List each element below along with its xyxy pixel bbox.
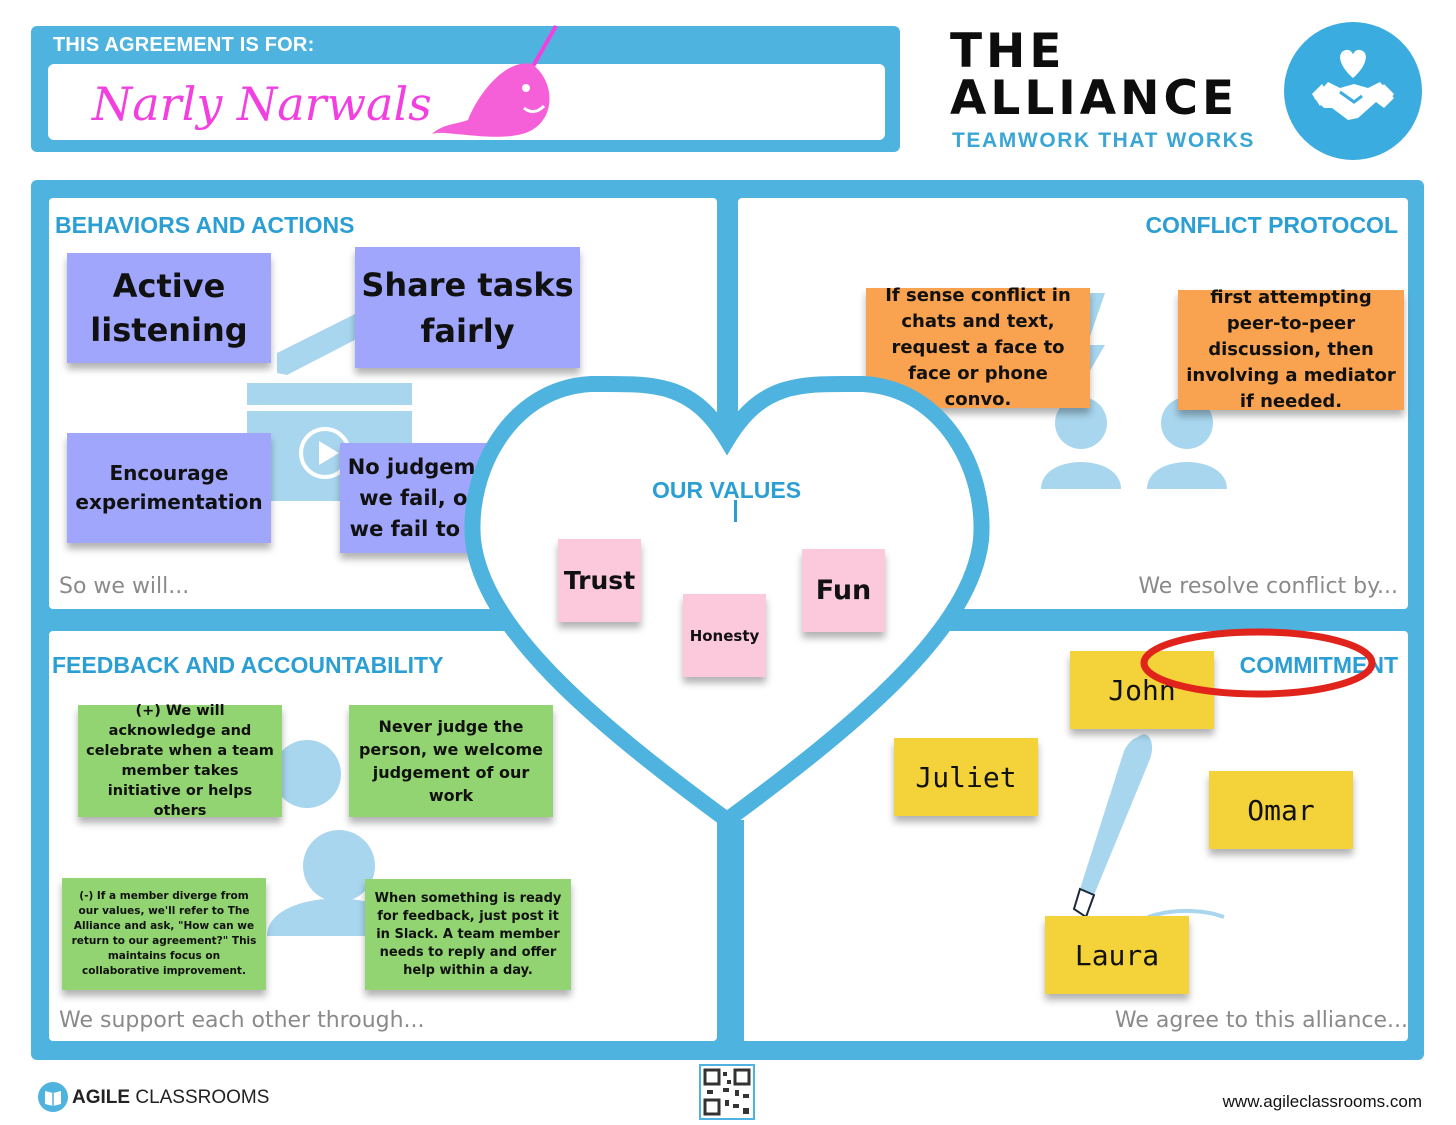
feedback-footer: We support each other through...: [59, 1008, 425, 1033]
feedback-note[interactable]: When something is ready for feedback, ju…: [365, 879, 571, 990]
team-name-field[interactable]: Narly Narwals: [48, 25, 885, 140]
brand-tagline: TEAMWORK THAT WORKS: [952, 129, 1255, 152]
behavior-note[interactable]: Active listening: [67, 253, 271, 363]
feedback-note[interactable]: (-) If a member diverge from our values,…: [62, 878, 266, 990]
value-note[interactable]: Fun: [802, 549, 885, 632]
behaviors-title: BEHAVIORS AND ACTIONS: [55, 212, 355, 238]
brand-logo: [1284, 22, 1422, 160]
commitment-name[interactable]: Omar: [1209, 771, 1353, 849]
commitment-name[interactable]: Laura: [1045, 916, 1189, 994]
text-cursor: [734, 500, 737, 522]
footer-brand-bold: AGILE: [72, 1087, 131, 1108]
conflict-footer: We resolve conflict by...: [1138, 574, 1398, 599]
commitment-name[interactable]: Juliet: [894, 738, 1038, 816]
narwhal-icon: [432, 25, 558, 137]
conflict-note[interactable]: first attempting peer-to-peer discussion…: [1178, 287, 1404, 412]
agreement-label: THIS AGREEMENT IS FOR:: [53, 34, 315, 56]
feedback-quadrant: FEEDBACK AND ACCOUNTABILITY (+) We will …: [49, 631, 717, 1041]
footer-url[interactable]: www.agileclassrooms.com: [1222, 1092, 1422, 1111]
feedback-title: FEEDBACK AND ACCOUNTABILITY: [52, 652, 444, 678]
commitment-footer: We agree to this alliance...: [1114, 1008, 1408, 1033]
feedback-note[interactable]: Never judge the person, we welcome judge…: [349, 705, 553, 817]
conflict-people-icon: [1041, 293, 1227, 489]
value-note[interactable]: Honesty: [683, 594, 766, 677]
qr-code-icon[interactable]: [699, 1064, 755, 1120]
footer-brand-rest: CLASSROOMS: [130, 1087, 270, 1108]
team-name: Narly Narwals: [92, 77, 432, 131]
conflict-note[interactable]: If sense conflict in chats and text, req…: [866, 285, 1090, 410]
behavior-note[interactable]: Share tasks fairly: [355, 247, 580, 368]
agreement-panel: THIS AGREEMENT IS FOR: Narly Narwals: [31, 25, 900, 152]
agile-classrooms-logo-icon: [38, 1082, 68, 1112]
alliance-board: BEHAVIORS AND ACTIONS Active listening S…: [31, 180, 1424, 1060]
value-note[interactable]: Trust: [558, 539, 641, 622]
conflict-title: CONFLICT PROTOCOL: [1145, 212, 1398, 238]
values-title: OUR VALUES: [652, 477, 802, 503]
behavior-note[interactable]: Encourage experimentation: [67, 433, 271, 543]
brand-title: THE ALLIANCE: [950, 24, 1239, 126]
footer-brand: AGILE CLASSROOMS: [72, 1087, 269, 1109]
feedback-note[interactable]: (+) We will acknowledge and celebrate wh…: [78, 703, 282, 819]
behaviors-footer: So we will...: [59, 574, 190, 599]
heart-handshake-icon: [1312, 49, 1394, 120]
